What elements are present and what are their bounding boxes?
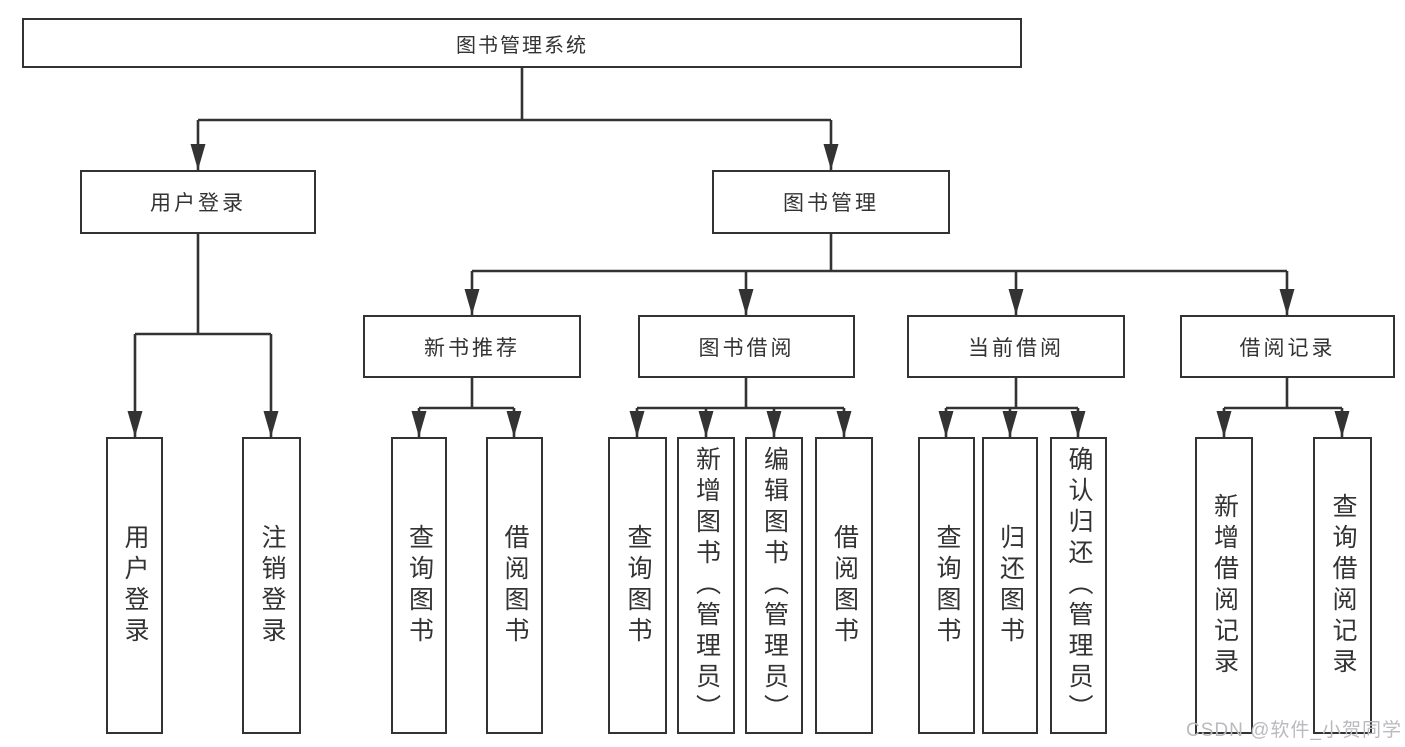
leaf-return-books: 归还图书 <box>982 437 1038 734</box>
leaf-label: 查询图书 <box>933 523 961 648</box>
leaf-query-books: 查询图书 <box>391 437 447 734</box>
leaf-label: 归还图书 <box>996 523 1025 648</box>
connector-newbook-to-leaves <box>417 378 516 437</box>
node-current-borrow-label: 当前借阅 <box>968 336 1064 360</box>
leaf-borrow-books: 借阅图书 <box>815 437 873 734</box>
node-book-management-label: 图书管理 <box>783 192 879 215</box>
node-borrow-records: 借阅记录 <box>1180 315 1395 378</box>
node-root-label: 图书管理系统 <box>456 34 588 57</box>
connector-bookborrow-to-leaves <box>635 378 846 437</box>
node-book-borrow-label: 图书借阅 <box>698 336 795 360</box>
leaf-label: 借阅图书 <box>501 523 529 648</box>
leaf-add-borrow-record: 新增借阅记录 <box>1195 437 1253 734</box>
connector-bookmgmt-to-level3 <box>470 234 1289 315</box>
leaf-user-login: 用户登录 <box>106 437 163 734</box>
leaf-query-borrow-record: 查询借阅记录 <box>1313 437 1372 734</box>
leaf-label: 查询图书 <box>405 523 434 648</box>
leaf-label: 确认归还（管理员） <box>1065 446 1093 725</box>
node-new-book-recommend: 新书推荐 <box>363 315 581 378</box>
leaf-label: 新增图书（管理员） <box>692 446 721 725</box>
node-user-login-label: 用户登录 <box>150 192 246 215</box>
leaf-query-books: 查询图书 <box>608 437 667 734</box>
node-new-book-recommend-label: 新书推荐 <box>424 336 520 360</box>
leaf-label: 新增借阅记录 <box>1210 492 1239 679</box>
node-book-borrow: 图书借阅 <box>638 315 855 378</box>
leaf-confirm-return-admin: 确认归还（管理员） <box>1050 437 1107 734</box>
leaf-label: 注销登录 <box>258 523 286 648</box>
leaf-label: 编辑图书（管理员） <box>760 446 789 725</box>
node-user-login: 用户登录 <box>80 170 316 234</box>
leaf-add-books-admin: 新增图书（管理员） <box>677 437 735 734</box>
node-borrow-records-label: 借阅记录 <box>1239 336 1336 360</box>
leaf-label: 用户登录 <box>121 523 149 648</box>
leaf-logout: 注销登录 <box>242 437 301 734</box>
leaf-label: 查询借阅记录 <box>1329 492 1357 679</box>
node-root: 图书管理系统 <box>22 18 1022 68</box>
node-current-borrow: 当前借阅 <box>907 315 1125 378</box>
connector-root-to-level2 <box>196 68 833 170</box>
node-book-management: 图书管理 <box>712 170 950 234</box>
watermark: CSDN @软件_小贺同学 <box>1186 720 1402 741</box>
leaf-edit-books-admin: 编辑图书（管理员） <box>745 437 803 734</box>
leaf-borrow-books: 借阅图书 <box>486 437 543 734</box>
leaf-query-books: 查询图书 <box>918 437 975 734</box>
arrowheads <box>127 144 1350 437</box>
leaf-label: 查询图书 <box>624 523 652 648</box>
leaf-label: 借阅图书 <box>830 523 859 648</box>
connector-borrowrecord-to-leaves <box>1222 378 1344 437</box>
connector-userlogin-to-leaves <box>133 234 273 437</box>
